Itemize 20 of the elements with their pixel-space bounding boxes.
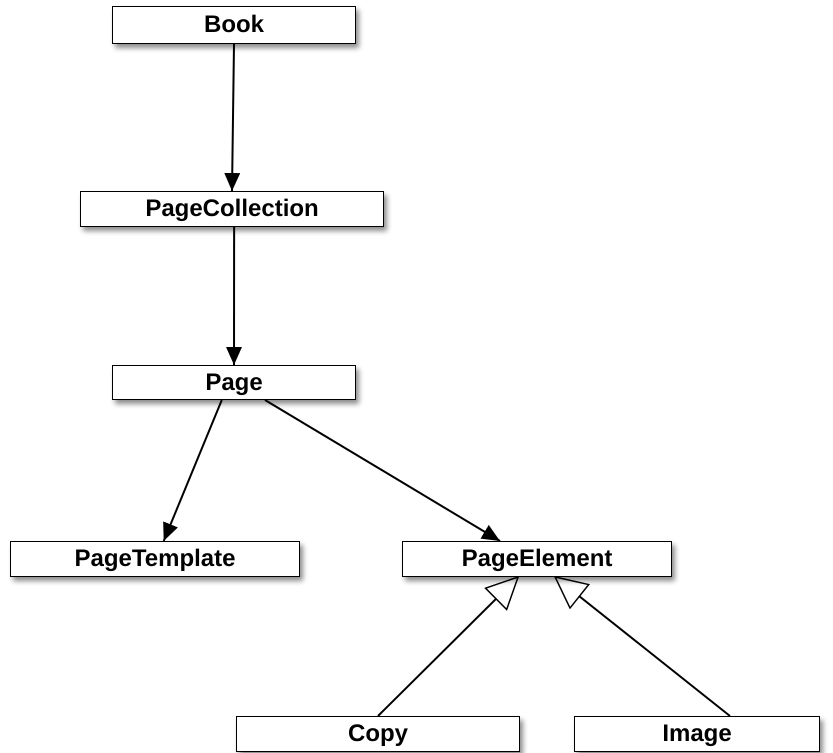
class-name: PageElement [462,545,612,573]
class-name: PageTemplate [74,545,236,573]
class-box [574,716,820,752]
class-name: Book [204,11,264,39]
arrow [224,44,240,192]
generalization-arrow [554,576,731,717]
arrow [162,400,223,542]
class-box [236,716,520,752]
class-box [80,191,384,227]
class-box [112,365,356,400]
arrow [264,399,501,542]
class-name: Copy [348,720,408,748]
class-name: Image [662,720,732,748]
class-box [10,541,300,577]
class-box [112,6,356,44]
class-box [402,541,672,577]
arrow [226,227,242,365]
generalization-arrow [377,576,519,717]
class-name: Page [205,368,263,396]
class-name: PageCollection [145,195,319,223]
